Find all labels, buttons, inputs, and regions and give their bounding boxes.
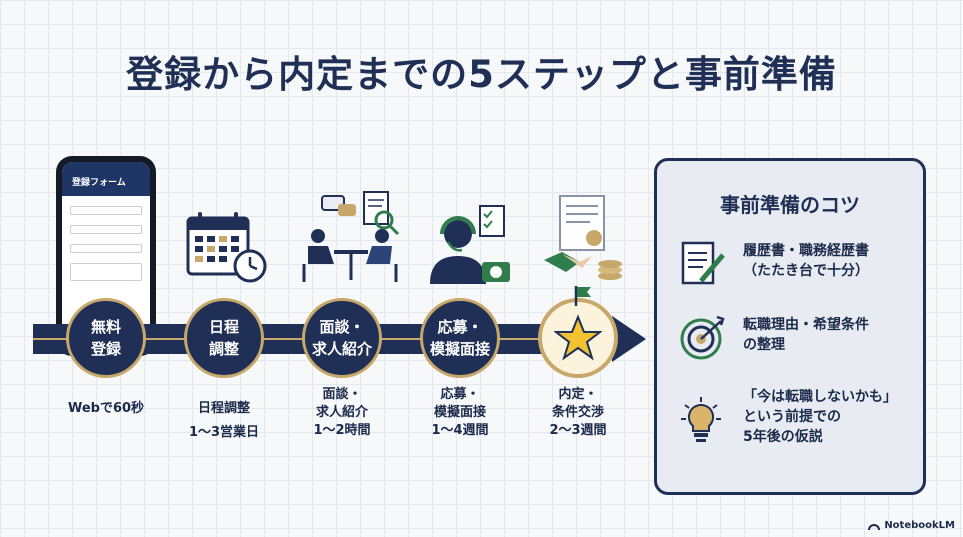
step-node-interview: 面談・求人紹介 <box>302 298 382 378</box>
star-icon <box>554 314 602 361</box>
flag-icon <box>574 286 591 306</box>
tip-item: 転職理由・希望条件の整理 <box>679 315 919 365</box>
notebooklm-logo-icon <box>868 523 881 530</box>
page-title: 登録から内定までの5ステップと事前準備 <box>126 53 837 96</box>
tips-title: 事前準備のコツ <box>720 193 860 217</box>
step-node-application: 応募・模擬面接 <box>420 298 500 378</box>
lightbulb-icon <box>681 397 721 442</box>
target-icon <box>680 315 725 360</box>
calendar-clock-icon <box>186 212 267 283</box>
step-node-scheduling: 日程調整 <box>184 298 264 378</box>
step-caption-offer: 内定・ 条件交渉 2〜3週間 <box>549 387 607 438</box>
form-field <box>70 244 142 253</box>
notebooklm-badge: NotebookLM <box>868 520 955 531</box>
step-caption-scheduling: 日程調整 1〜3営業日 <box>188 401 260 440</box>
form-field <box>70 263 142 281</box>
phone-form-header: 登録フォーム <box>62 162 150 196</box>
tip-item: 履歴書・職務経歴書（たたき台で十分） <box>679 241 919 291</box>
form-field <box>70 225 142 234</box>
form-field <box>70 206 142 215</box>
step-caption-application: 応募・ 模擬面接 1〜4週間 <box>431 387 489 438</box>
step-caption-registration: Webで60秒 <box>67 401 145 416</box>
step-node-registration: 無料登録 <box>66 298 146 378</box>
headset-operator-icon <box>430 205 510 284</box>
step-caption-interview: 面談・ 求人紹介 1〜2時間 <box>313 387 371 438</box>
interview-meeting-icon <box>302 191 400 282</box>
document-pen-icon <box>681 241 725 285</box>
contract-handshake-icon <box>544 195 622 280</box>
preparation-tips-panel: 事前準備のコツ 履歴書・職務経歴書（たたき台で十分） 転職理由・希望条件の整理 <box>654 158 926 495</box>
step-node-offer <box>538 298 618 378</box>
